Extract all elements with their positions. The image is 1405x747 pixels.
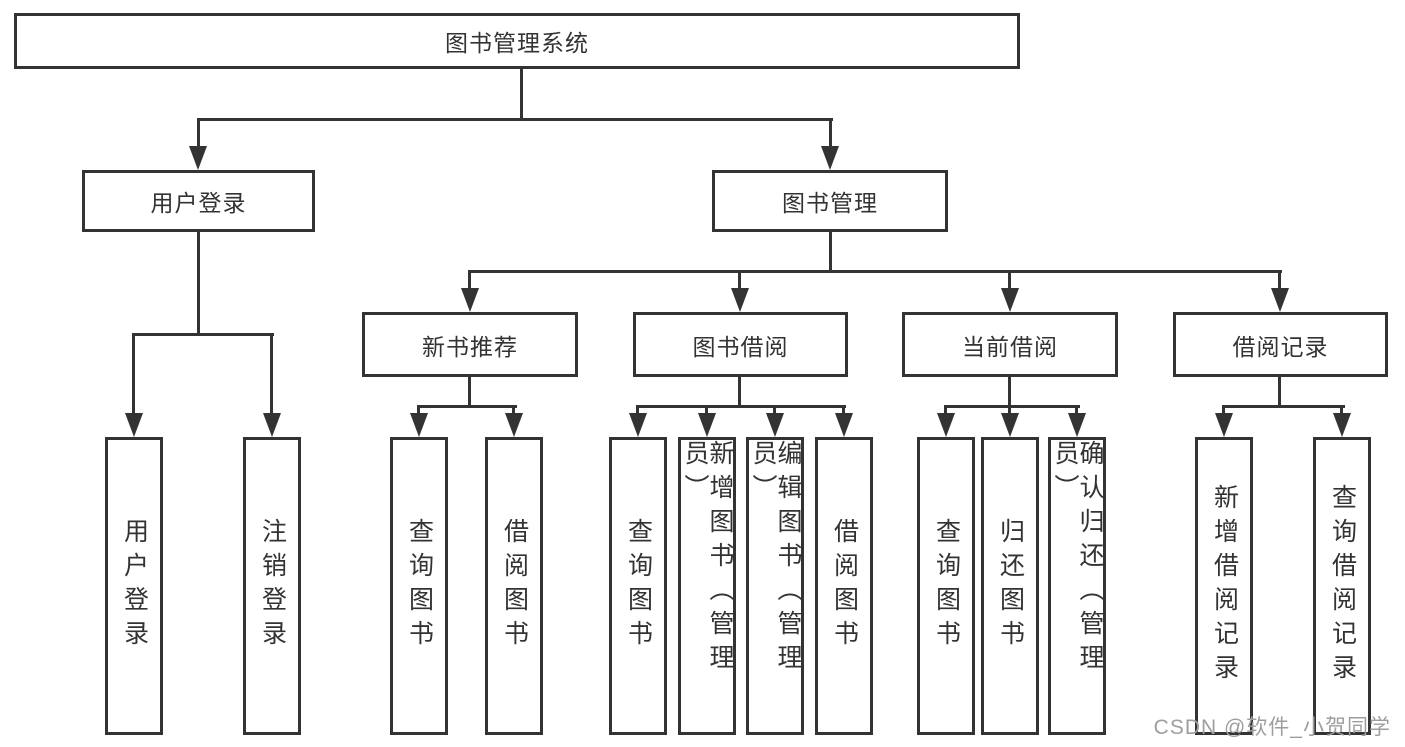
arrow-down-icon [189, 146, 207, 170]
connector-line [1075, 405, 1078, 416]
arrow-down-icon [821, 146, 839, 170]
leaf-user-login: 用户登录 [105, 437, 163, 735]
arrow-down-icon [937, 413, 955, 437]
leaf-query-books-borrowing-label: 查询图书 [624, 518, 653, 654]
arrow-down-icon [1001, 288, 1019, 312]
connector-line [197, 118, 833, 121]
leaf-add-book-admin: 新增图书（管理员） [678, 437, 736, 735]
leaf-add-borrow-record-label: 新增借阅记录 [1210, 484, 1239, 688]
leaf-add-book-admin-label: 新增图书（管理员） [681, 440, 734, 678]
arrow-down-icon [731, 288, 749, 312]
connector-line [1008, 270, 1011, 291]
connector-line [773, 405, 776, 416]
leaf-borrow-books-borrowing-label: 借阅图书 [830, 518, 859, 654]
node-library-system-label: 图书管理系统 [445, 30, 589, 56]
watermark-text: CSDN @软件_小贺同学 [1153, 716, 1391, 739]
leaf-confirm-return-admin: 确认归还（管理员） [1048, 437, 1106, 735]
connector-line [417, 405, 420, 416]
connector-line [944, 405, 947, 416]
node-book-management-label: 图书管理 [782, 190, 878, 216]
leaf-query-borrow-record-label: 查询借阅记录 [1328, 484, 1357, 688]
connector-line [270, 333, 273, 416]
leaf-query-books-newbook-label: 查询图书 [405, 518, 434, 654]
leaf-edit-book-admin: 编辑图书（管理员） [746, 437, 804, 735]
leaf-query-books-current-label: 查询图书 [932, 518, 961, 654]
arrow-down-icon [461, 288, 479, 312]
leaf-add-borrow-record: 新增借阅记录 [1195, 437, 1253, 735]
connector-line [705, 405, 708, 416]
node-borrowing-records-label: 借阅记录 [1232, 333, 1329, 360]
connector-line [944, 405, 1080, 408]
connector-line [417, 405, 517, 408]
node-user-login-label: 用户登录 [150, 190, 247, 216]
connector-line [512, 405, 515, 416]
arrow-down-icon [1333, 413, 1351, 437]
node-book-management: 图书管理 [712, 170, 948, 232]
leaf-borrow-books-borrowing: 借阅图书 [815, 437, 873, 735]
leaf-return-books: 归还图书 [981, 437, 1039, 735]
connector-line [842, 405, 845, 416]
connector-line [520, 69, 523, 121]
node-book-borrowing-label: 图书借阅 [692, 333, 789, 360]
leaf-query-borrow-record: 查询借阅记录 [1313, 437, 1371, 735]
connector-line [1222, 405, 1345, 408]
connector-line [468, 270, 471, 291]
leaf-borrow-books-newbook: 借阅图书 [485, 437, 543, 735]
connector-line [636, 405, 639, 416]
leaf-query-books-newbook: 查询图书 [390, 437, 448, 735]
connector-line [1222, 405, 1225, 416]
leaf-query-books-borrowing: 查询图书 [609, 437, 667, 735]
connector-line [197, 232, 200, 336]
node-user-login: 用户登录 [82, 170, 315, 232]
node-current-borrowing: 当前借阅 [902, 312, 1118, 377]
connector-line [468, 270, 1282, 273]
connector-line [1008, 377, 1011, 408]
arrow-down-icon [263, 413, 281, 437]
leaf-borrow-books-newbook-label: 借阅图书 [500, 518, 529, 654]
connector-line [829, 232, 832, 273]
leaf-confirm-return-admin-label: 确认归还（管理员） [1051, 440, 1104, 678]
arrow-down-icon [410, 413, 428, 437]
connector-line [197, 118, 200, 150]
arrow-down-icon [1001, 413, 1019, 437]
connector-line [738, 377, 741, 408]
connector-line [132, 333, 135, 416]
connector-line [468, 377, 471, 408]
node-new-book-recommend-label: 新书推荐 [422, 333, 518, 360]
connector-line [636, 405, 846, 408]
arrow-down-icon [1271, 288, 1289, 312]
leaf-logout-label: 注销登录 [258, 518, 287, 654]
arrow-down-icon [1215, 413, 1233, 437]
connector-line [1278, 377, 1281, 408]
leaf-logout: 注销登录 [243, 437, 301, 735]
connector-line [132, 333, 274, 336]
node-new-book-recommend: 新书推荐 [362, 312, 578, 377]
arrow-down-icon [629, 413, 647, 437]
arrow-down-icon [505, 413, 523, 437]
leaf-return-books-label: 归还图书 [996, 518, 1025, 654]
node-library-system: 图书管理系统 [14, 13, 1020, 69]
connector-line [1278, 270, 1281, 291]
connector-line [1340, 405, 1343, 416]
leaf-user-login-label: 用户登录 [120, 518, 149, 654]
arrow-down-icon [1068, 413, 1086, 437]
connector-line [829, 118, 832, 150]
arrow-down-icon [698, 413, 716, 437]
leaf-edit-book-admin-label: 编辑图书（管理员） [749, 440, 802, 678]
node-book-borrowing: 图书借阅 [633, 312, 848, 377]
node-current-borrowing-label: 当前借阅 [962, 333, 1058, 360]
connector-line [1008, 405, 1011, 416]
arrow-down-icon [766, 413, 784, 437]
node-borrowing-records: 借阅记录 [1173, 312, 1388, 377]
arrow-down-icon [125, 413, 143, 437]
connector-line [738, 270, 741, 291]
arrow-down-icon [835, 413, 853, 437]
leaf-query-books-current: 查询图书 [917, 437, 975, 735]
